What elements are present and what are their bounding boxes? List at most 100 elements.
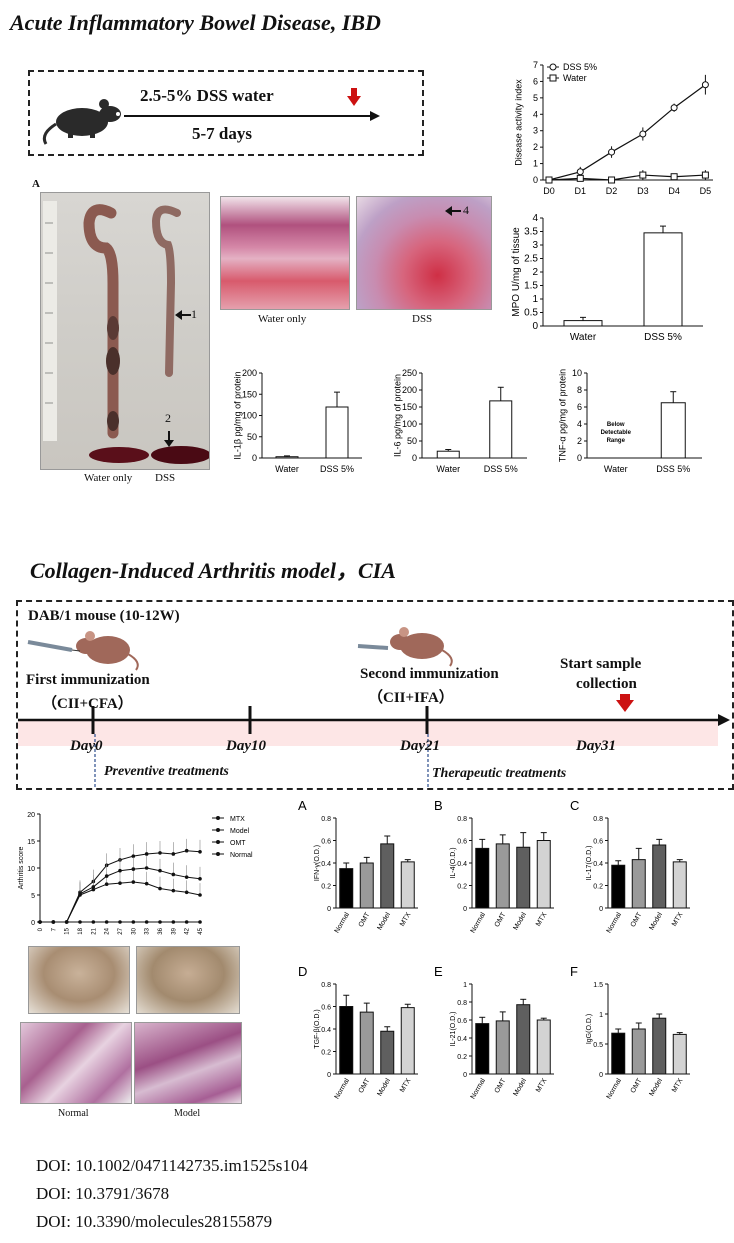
x-tick-label: 36 bbox=[158, 927, 164, 934]
y-axis-label: IL-17(O.D.) bbox=[586, 845, 593, 880]
mouse-strain-label: DAB/1 mouse (10-12W) bbox=[28, 608, 180, 624]
data-point bbox=[104, 882, 109, 886]
panel-letter: D bbox=[298, 964, 307, 979]
bar bbox=[400, 861, 415, 909]
legend-label: Model bbox=[230, 828, 250, 835]
section2-title: Collagen-Induced Arthritis model，CIA bbox=[30, 558, 396, 583]
y-tick-label: 1.5 bbox=[524, 281, 538, 292]
x-tick-label: OMT bbox=[358, 911, 372, 929]
data-point bbox=[171, 888, 176, 893]
data-point bbox=[91, 887, 96, 892]
data-point bbox=[131, 920, 136, 924]
legend-marker bbox=[216, 852, 220, 856]
bar bbox=[475, 1023, 490, 1075]
colon-illustration bbox=[43, 201, 211, 464]
x-tick-label: DSS 5% bbox=[320, 464, 354, 474]
y-tick-label: 0 bbox=[327, 906, 331, 913]
y-tick-label: 150 bbox=[242, 389, 257, 399]
histology-label-water: Water only bbox=[258, 313, 307, 325]
x-tick-label: Normal bbox=[470, 911, 488, 934]
data-point bbox=[51, 920, 56, 924]
y-tick-label: 200 bbox=[402, 385, 417, 395]
histology-model-label: Model bbox=[174, 1108, 201, 1119]
y-tick-label: 0 bbox=[412, 453, 417, 463]
legend-label: MTX bbox=[230, 816, 245, 823]
data-point bbox=[64, 920, 69, 924]
colon-arrow-label-1: 1 bbox=[191, 307, 197, 321]
bar bbox=[611, 1032, 626, 1075]
y-axis-label: IL-4(O.D.) bbox=[450, 847, 457, 878]
dss-duration-label: 5-7 days bbox=[192, 124, 252, 143]
y-tick-label: 0.6 bbox=[457, 839, 467, 846]
data-point bbox=[158, 886, 162, 891]
y-tick-label: 0.2 bbox=[457, 1054, 467, 1061]
y-tick-label: 0.6 bbox=[593, 839, 603, 846]
y-tick-label: 50 bbox=[247, 432, 257, 442]
colon-label-dss: DSS bbox=[155, 472, 176, 484]
second-reagents-label: （CII+IFA） bbox=[368, 690, 454, 706]
bar bbox=[400, 1007, 415, 1075]
panel-letter: B bbox=[434, 798, 443, 813]
y-tick-label: 0 bbox=[532, 321, 538, 332]
y-axis-label: MPO U/mg of tissue bbox=[511, 227, 522, 317]
bar bbox=[563, 320, 603, 327]
y-axis-label: TGF-β(O.D.) bbox=[314, 1009, 321, 1048]
x-tick-label: DSS 5% bbox=[644, 332, 682, 343]
data-point bbox=[184, 890, 189, 895]
y-tick-label: 150 bbox=[402, 402, 417, 412]
bar bbox=[339, 868, 354, 909]
data-point bbox=[576, 174, 584, 182]
y-tick-label: 3 bbox=[533, 126, 538, 136]
bar bbox=[660, 402, 686, 459]
x-tick-label: Normal bbox=[470, 1077, 488, 1100]
y-tick-label: 2 bbox=[533, 142, 538, 152]
ibd-protocol-box: 2.5-5% DSS water 5-7 days bbox=[28, 70, 424, 156]
x-tick-label: MTX bbox=[671, 1077, 685, 1094]
bar bbox=[611, 864, 626, 909]
x-tick-label: Model bbox=[648, 1077, 664, 1097]
y-tick-label: 0.8 bbox=[457, 816, 467, 823]
bar bbox=[380, 843, 395, 909]
legend-label: DSS 5% bbox=[563, 62, 597, 72]
collection-label: collection bbox=[576, 676, 637, 692]
bar bbox=[489, 400, 513, 459]
data-point bbox=[144, 866, 149, 870]
bar bbox=[652, 844, 667, 909]
panel-letter: E bbox=[434, 964, 443, 979]
colon-label-water: Water only bbox=[84, 472, 133, 484]
y-tick-label: 100 bbox=[242, 411, 257, 421]
bar bbox=[495, 1020, 510, 1075]
x-tick-label: Model bbox=[648, 911, 664, 931]
panel-letter: C bbox=[570, 798, 579, 813]
y-axis-label: IL-21(O.D.) bbox=[450, 1011, 457, 1046]
x-tick-label: DSS 5% bbox=[484, 464, 518, 474]
legend-marker bbox=[549, 74, 557, 82]
y-tick-label: 0 bbox=[463, 906, 467, 913]
mouse-right-icon bbox=[357, 627, 453, 667]
section1-title: Acute Inflammatory Bowel Disease, IBD bbox=[10, 10, 381, 35]
x-tick-label: OMT bbox=[494, 1077, 508, 1095]
data-point bbox=[576, 168, 584, 176]
x-tick-label: OMT bbox=[630, 911, 644, 929]
histology-arrow-label-4: 4 bbox=[463, 203, 469, 217]
mouse-left-icon bbox=[27, 631, 139, 671]
legend-marker bbox=[216, 840, 220, 844]
x-tick-label: D3 bbox=[637, 186, 649, 196]
series-line bbox=[40, 881, 201, 923]
x-tick-label: 7 bbox=[51, 927, 57, 931]
y-tick-label: 0 bbox=[533, 175, 538, 185]
day-label-21: Day21 bbox=[400, 738, 440, 754]
y-tick-label: 0.2 bbox=[321, 884, 331, 891]
y-tick-label: 0.6 bbox=[321, 839, 331, 846]
histology-dss-image: 4 bbox=[356, 196, 492, 310]
data-point bbox=[144, 881, 149, 886]
x-tick-label: Model bbox=[512, 911, 528, 931]
data-point bbox=[171, 872, 176, 877]
data-point bbox=[184, 848, 189, 853]
bar bbox=[359, 1011, 374, 1075]
cia-protocol-box: DAB/1 mouse (10-12W) First immunization … bbox=[16, 600, 734, 790]
y-tick-label: 0.4 bbox=[321, 861, 331, 868]
mouse-icon bbox=[42, 99, 121, 145]
